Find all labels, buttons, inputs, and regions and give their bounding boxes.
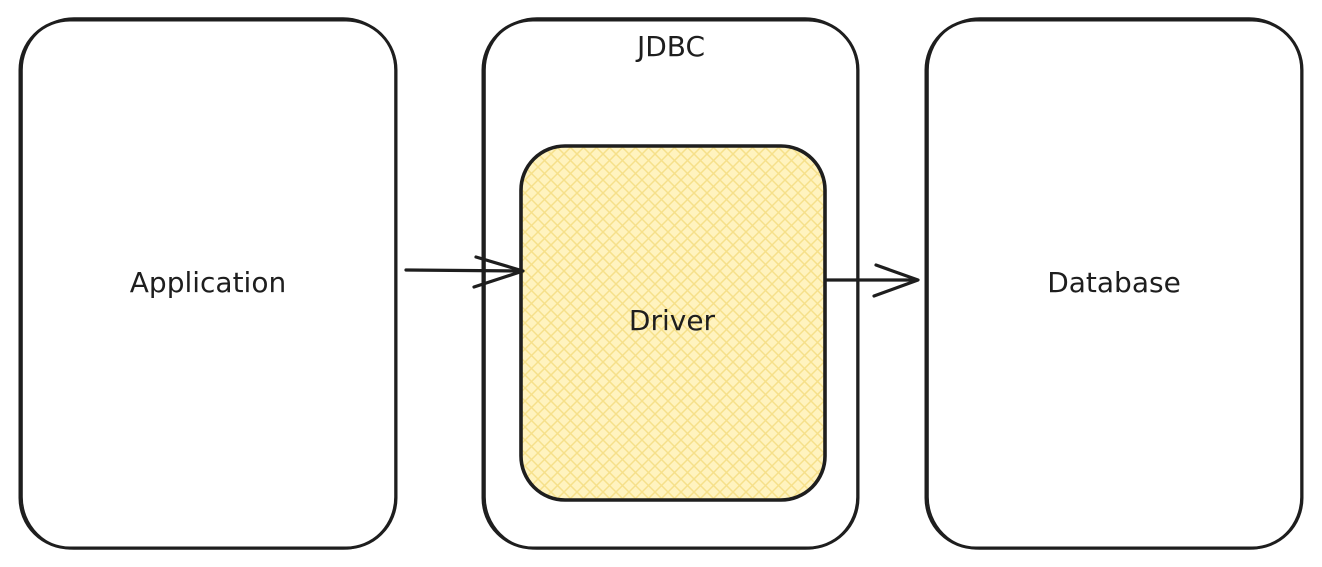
hatch-line bbox=[673, 147, 824, 499]
hatch-line bbox=[751, 147, 824, 499]
driver-hatch-pattern bbox=[522, 147, 824, 499]
driver-label: Driver bbox=[629, 304, 716, 337]
hatch-line bbox=[725, 147, 824, 499]
hatch-line bbox=[660, 147, 824, 499]
hatch-line bbox=[686, 147, 824, 499]
hatch-line bbox=[673, 147, 824, 499]
arrow-driver-to-database bbox=[825, 263, 920, 298]
hatch-line bbox=[699, 147, 824, 499]
database-box: Database bbox=[924, 17, 1304, 550]
hatch-line bbox=[530, 147, 824, 499]
hatch-line bbox=[686, 147, 824, 499]
hatch-line bbox=[569, 147, 824, 499]
hatch-line bbox=[738, 147, 824, 499]
hatch-line bbox=[647, 147, 824, 499]
hatch-line bbox=[543, 147, 824, 499]
hatch-line bbox=[712, 147, 824, 499]
database-label: Database bbox=[1047, 266, 1181, 299]
hatch-line bbox=[595, 147, 824, 499]
hatch-line bbox=[751, 147, 824, 499]
hatch-line bbox=[621, 147, 824, 499]
application-box: Application bbox=[18, 17, 398, 550]
hatch-line bbox=[608, 147, 824, 499]
hatch-line bbox=[725, 147, 824, 499]
hatch-line bbox=[647, 147, 824, 499]
hatch-line bbox=[738, 147, 824, 499]
hatch-line bbox=[556, 147, 824, 499]
hatch-line bbox=[699, 147, 824, 499]
hatch-line bbox=[634, 147, 824, 499]
arrow-application-to-driver bbox=[404, 255, 525, 289]
hatch-line bbox=[712, 147, 824, 499]
driver-box: Driver bbox=[519, 144, 827, 502]
hatch-line bbox=[660, 147, 824, 499]
hatch-line bbox=[582, 147, 824, 499]
application-label: Application bbox=[130, 266, 286, 299]
jdbc-label: JDBC bbox=[635, 30, 705, 63]
